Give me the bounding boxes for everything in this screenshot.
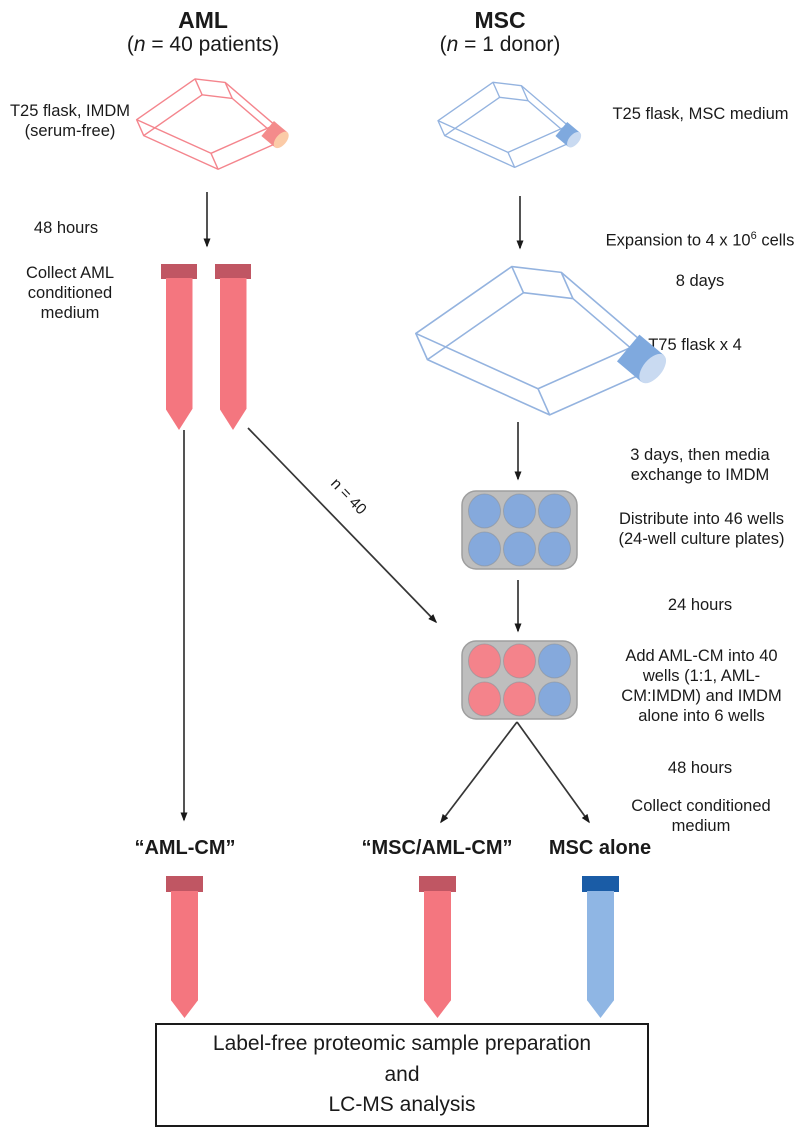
msc-subtitle: (n = 1 donor)	[439, 33, 561, 56]
tube-body	[165, 278, 193, 430]
flask-cap	[555, 121, 582, 148]
blue-well	[468, 493, 501, 529]
aml-48-hours-label: 48 hours	[33, 219, 99, 237]
blue-well	[503, 493, 536, 529]
t25-aml-flask-label: T25 flask, IMDM (serum-free)	[9, 102, 131, 141]
add-aml-cm-label: Add AML-CM into 40 wells (1:1, AML- CM:I…	[621, 647, 782, 726]
blue-well	[538, 643, 571, 679]
flask-cap	[616, 334, 667, 384]
aml-title: AML	[178, 7, 228, 33]
plate-wells	[468, 493, 571, 567]
arrow-n40-to-plate2	[247, 427, 438, 624]
output-tube-aml-cm	[166, 876, 203, 1018]
tube-cap	[582, 876, 619, 892]
tube-cap	[161, 264, 197, 279]
distribute-wells-label: Distribute into 46 wells (24-well cultur…	[618, 510, 785, 549]
collect-aml-cm-label: Collect AML conditioned medium	[25, 264, 115, 323]
t25-flask-msc	[437, 81, 582, 168]
collect-cm-label: Collect conditioned medium	[631, 797, 771, 836]
blue-well	[503, 531, 536, 567]
red-well	[503, 681, 536, 717]
blue-well	[538, 531, 571, 567]
well-plate-aml-cm-added	[461, 640, 578, 720]
msc-24-hours-label: 24 hours	[667, 596, 733, 614]
t75-flask-label: T75 flask x 4	[648, 336, 742, 354]
flask-cap	[261, 121, 289, 149]
red-well	[503, 643, 536, 679]
red-well	[468, 681, 501, 717]
msc-48-hours-label: 48 hours	[667, 759, 733, 777]
tube-cap	[419, 876, 456, 892]
blue-well	[538, 681, 571, 717]
tube-body	[219, 278, 247, 430]
output-label-msc-alone: MSC alone	[548, 837, 652, 859]
tube-body	[171, 891, 198, 1018]
output-label-msc-aml-cm: “MSC/AML-CM”	[361, 837, 513, 859]
plate-wells	[468, 643, 571, 717]
t75-flask-msc	[415, 265, 667, 416]
media-exchange-label: 3 days, then media exchange to IMDM	[630, 446, 770, 485]
arrow-plate2-to-msc-aml-cm	[440, 721, 518, 824]
t25-msc-flask-label: T25 flask, MSC medium	[612, 105, 789, 123]
output-tube-msc-alone	[582, 876, 619, 1018]
well-plate-msc-only	[461, 490, 578, 570]
tube-cap	[215, 264, 251, 279]
tube-body	[424, 891, 451, 1018]
arrow-plate2-to-msc-alone	[516, 721, 590, 824]
blue-well	[468, 531, 501, 567]
t25-flask-aml	[135, 78, 289, 170]
expansion-label: Expansion to 4 x 106 cells 8 days	[605, 230, 795, 290]
red-well	[468, 643, 501, 679]
aml-subtitle: (n = 40 patients)	[126, 33, 280, 56]
output-label-aml-cm: “AML-CM”	[134, 837, 236, 859]
analysis-box: Label-free proteomic sample preparation …	[155, 1023, 649, 1127]
aml-cm-tube-1	[161, 264, 197, 430]
tube-cap	[166, 876, 203, 892]
output-tube-msc-aml-cm	[419, 876, 456, 1018]
aml-cm-tube-2	[215, 264, 251, 430]
blue-well	[538, 493, 571, 529]
tube-body	[587, 891, 614, 1018]
msc-title: MSC	[474, 7, 526, 33]
